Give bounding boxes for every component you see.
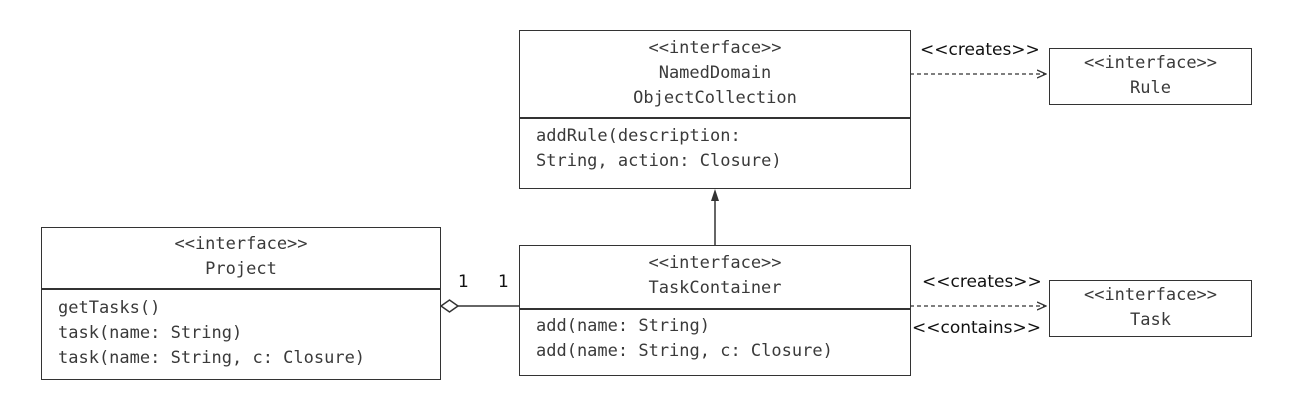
inheritance-arrowhead	[711, 189, 719, 201]
method: task(name: String)	[58, 323, 243, 343]
class-name: Task	[1130, 310, 1171, 330]
class-name: Rule	[1130, 78, 1171, 98]
method: addRule(description:	[536, 126, 741, 146]
class-name-line: NamedDomain	[658, 63, 772, 83]
class-methods: addRule(description: String, action: Clo…	[520, 117, 910, 174]
multiplicity-project: 1	[458, 272, 469, 292]
contains-task-label: <<contains>>	[912, 318, 1041, 338]
stereotype: <<interface>>	[174, 234, 308, 254]
class-methods: getTasks() task(name: String) task(name:…	[42, 288, 440, 371]
task-class: <<interface>> Task	[1049, 280, 1252, 337]
project-class: <<interface>> Project getTasks() task(na…	[41, 227, 441, 380]
stereotype: <<interface>>	[648, 253, 782, 273]
class-header: <<interface>> Project	[42, 228, 440, 288]
method: add(name: String)	[536, 316, 710, 336]
method: getTasks()	[58, 298, 161, 318]
task-container-class: <<interface>> TaskContainer add(name: St…	[519, 245, 911, 376]
aggregation-diamond	[439, 299, 460, 313]
class-header: <<interface>> TaskContainer	[520, 246, 910, 308]
rule-class: <<interface>> Rule	[1049, 48, 1252, 105]
class-methods: add(name: String) add(name: String, c: C…	[520, 308, 910, 364]
method: String, action: Closure)	[536, 151, 782, 171]
stereotype: <<interface>>	[648, 38, 782, 58]
class-name: TaskContainer	[648, 278, 782, 298]
method: task(name: String, c: Closure)	[58, 348, 366, 368]
class-name-line: ObjectCollection	[633, 88, 797, 108]
class-header: <<interface>> Task	[1050, 281, 1251, 333]
class-name: Project	[205, 259, 277, 279]
stereotype: <<interface>>	[1083, 285, 1218, 305]
class-header: <<interface>> NamedDomain ObjectCollecti…	[520, 31, 910, 117]
creates-rule-label: <<creates>>	[920, 40, 1040, 60]
method: add(name: String, c: Closure)	[536, 341, 833, 361]
named-domain-object-collection-class: <<interface>> NamedDomain ObjectCollecti…	[519, 30, 911, 189]
class-header: <<interface>> Rule	[1050, 49, 1251, 101]
multiplicity-container: 1	[498, 272, 509, 292]
creates-task-label: <<creates>>	[922, 272, 1042, 292]
stereotype: <<interface>>	[1083, 53, 1218, 73]
